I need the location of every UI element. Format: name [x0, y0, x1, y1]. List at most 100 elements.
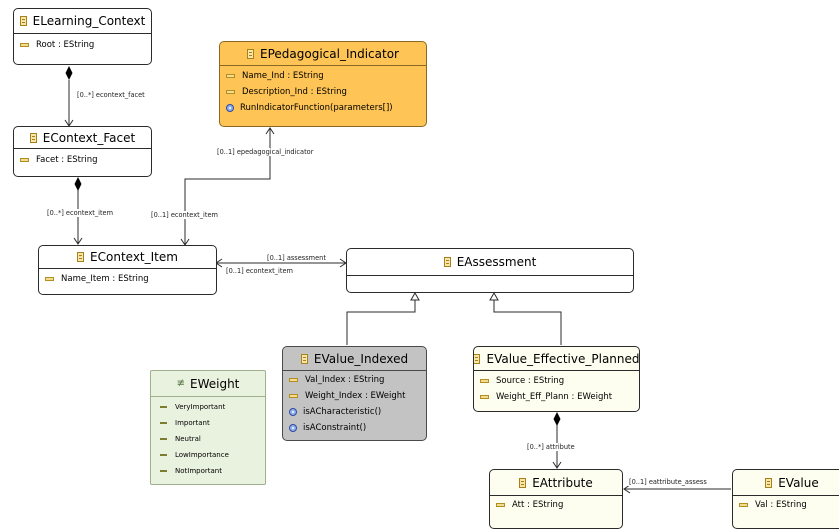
class-elearning-context[interactable]: ELearning_Context Root : EString — [13, 8, 152, 65]
enum-name: EWeight — [190, 376, 240, 391]
label-econtext-item-indicator: [0..1] econtext_item — [150, 211, 219, 219]
attribute-label: Val : EString — [755, 500, 807, 510]
literal-icon — [160, 438, 167, 440]
enum-literal[interactable]: VeryImportant — [160, 399, 265, 415]
attribute-label: Name_Ind : EString — [242, 71, 324, 81]
attribute-row[interactable]: Att : EString — [496, 497, 622, 513]
attribute-label: Facet : EString — [36, 155, 98, 165]
attribute-row[interactable]: Val : EString — [739, 497, 839, 513]
generalization-line-planned — [493, 300, 562, 345]
class-name: EValue — [778, 475, 819, 490]
operation-row[interactable]: isACharacteristic() — [289, 404, 426, 420]
attribute-label: Source : EString — [496, 376, 565, 386]
literal-icon — [160, 454, 167, 456]
literal-label: Neutral — [175, 435, 201, 443]
operation-row[interactable]: RunIndicatorFunction(parameters[]) — [226, 100, 426, 116]
operation-icon — [226, 104, 234, 112]
label-attribute: [0..*] attribute — [526, 443, 576, 451]
indicator-link-line — [184, 128, 271, 245]
attribute-icon — [45, 277, 54, 281]
attribute-row[interactable]: Source : EString — [480, 373, 639, 389]
class-econtext-item[interactable]: EContext_Item Name_Item : EString — [38, 245, 217, 295]
literal-icon — [160, 406, 167, 408]
label-econtext-item-facet: [0..*] econtext_item — [46, 209, 115, 217]
class-evalue-indexed[interactable]: EValue_Indexed Val_Index : EString Weigh… — [282, 346, 427, 441]
operation-label: RunIndicatorFunction(parameters[]) — [240, 103, 393, 113]
attribute-row[interactable]: Description_Ind : EString — [226, 84, 426, 100]
class-name: EContext_Item — [90, 250, 178, 264]
attribute-icon — [289, 378, 298, 382]
label-econtext-item-assessment: [0..1] econtext_item — [225, 267, 294, 275]
class-epedagogical-indicator[interactable]: EPedagogical_Indicator Name_Ind : EStrin… — [219, 41, 427, 127]
operation-row[interactable]: isAConstraint() — [289, 420, 426, 436]
attribute-icon — [480, 395, 489, 399]
enum-literal[interactable]: NotImportant — [160, 463, 265, 479]
literal-icon — [160, 470, 167, 472]
class-icon — [474, 353, 481, 364]
composition-diamond-facet — [74, 177, 82, 191]
class-eassessment[interactable]: EAssessment — [346, 248, 634, 293]
literal-label: VeryImportant — [175, 403, 226, 411]
literal-label: NotImportant — [175, 467, 222, 475]
class-icon — [300, 353, 308, 364]
class-name: EAttribute — [532, 475, 593, 490]
literal-label: LowImportance — [175, 451, 229, 459]
class-name: ELearning_Context — [32, 14, 146, 28]
attribute-icon — [496, 503, 505, 507]
attribute-label: Weight_Eff_Plann : EWeight — [496, 392, 613, 402]
attribute-row[interactable]: Weight_Index : EWeight — [289, 388, 426, 404]
class-icon — [247, 48, 255, 59]
arrowhead-indicator — [265, 127, 275, 135]
operation-icon — [289, 424, 297, 432]
class-econtext-facet[interactable]: EContext_Facet Facet : EString — [13, 126, 152, 177]
literal-icon — [160, 422, 167, 424]
generalization-triangle-left — [410, 291, 420, 301]
attribute-label: Name_Item : EString — [61, 274, 149, 284]
enumeration-icon: ≢ — [176, 377, 185, 389]
attribute-icon — [226, 90, 235, 94]
attribute-label: Val_Index : EString — [305, 375, 385, 385]
attribute-row[interactable]: Val_Index : EString — [289, 372, 426, 388]
attribute-icon — [289, 394, 298, 398]
literal-label: Important — [175, 419, 210, 427]
label-eattribute-assess: [0..1] eattribute_assess — [628, 478, 708, 486]
attribute-icon — [20, 158, 29, 162]
generalization-line-indexed — [346, 300, 416, 345]
attribute-row[interactable]: Name_Ind : EString — [226, 68, 426, 84]
class-evalue-effective-planned[interactable]: EValue_Effective_Planned Source : EStrin… — [473, 346, 640, 412]
attribute-row[interactable]: Root : EString — [20, 37, 151, 53]
class-evalue[interactable]: EValue Val : EString — [732, 469, 839, 529]
label-assessment: [0..1] assessment — [266, 254, 327, 262]
operation-label: isAConstraint() — [303, 423, 367, 433]
attribute-label: Description_Ind : EString — [242, 87, 347, 97]
attribute-row[interactable]: Name_Item : EString — [45, 271, 216, 287]
attribute-icon — [20, 43, 29, 47]
attribute-label: Weight_Index : EWeight — [305, 391, 406, 401]
arrowhead-attribute — [552, 461, 562, 469]
attribute-label: Root : EString — [36, 40, 95, 50]
enum-literal[interactable]: Neutral — [160, 431, 265, 447]
attribute-label: Att : EString — [512, 500, 564, 510]
label-epedagogical-indicator: [0..1] epedagogical_indicator — [216, 148, 315, 156]
class-icon — [519, 477, 527, 488]
class-name: EValue_Effective_Planned — [486, 351, 640, 366]
attribute-icon — [226, 74, 235, 78]
operation-icon — [289, 408, 297, 416]
class-icon — [19, 16, 27, 26]
enum-literal[interactable]: LowImportance — [160, 447, 265, 463]
enum-eweight[interactable]: ≢ EWeight VeryImportant Important Neutra… — [150, 370, 266, 485]
class-eattribute[interactable]: EAttribute Att : EString — [489, 469, 623, 529]
attribute-icon — [480, 379, 489, 383]
arrowhead-eattribute-assess — [623, 484, 631, 494]
attribute-row[interactable]: Facet : EString — [20, 152, 151, 168]
arrowhead-item-from-facet — [73, 237, 83, 245]
class-icon — [443, 257, 451, 267]
class-name: EPedagogical_Indicator — [260, 46, 399, 61]
attribute-row[interactable]: Weight_Eff_Plann : EWeight — [480, 389, 639, 405]
operation-label: isACharacteristic() — [303, 407, 382, 417]
class-icon — [29, 132, 37, 143]
class-name: EValue_Indexed — [313, 351, 409, 366]
class-name: EContext_Facet — [42, 130, 136, 145]
label-econtext-facet: [0..*] econtext_facet — [76, 91, 146, 99]
enum-literal[interactable]: Important — [160, 415, 265, 431]
